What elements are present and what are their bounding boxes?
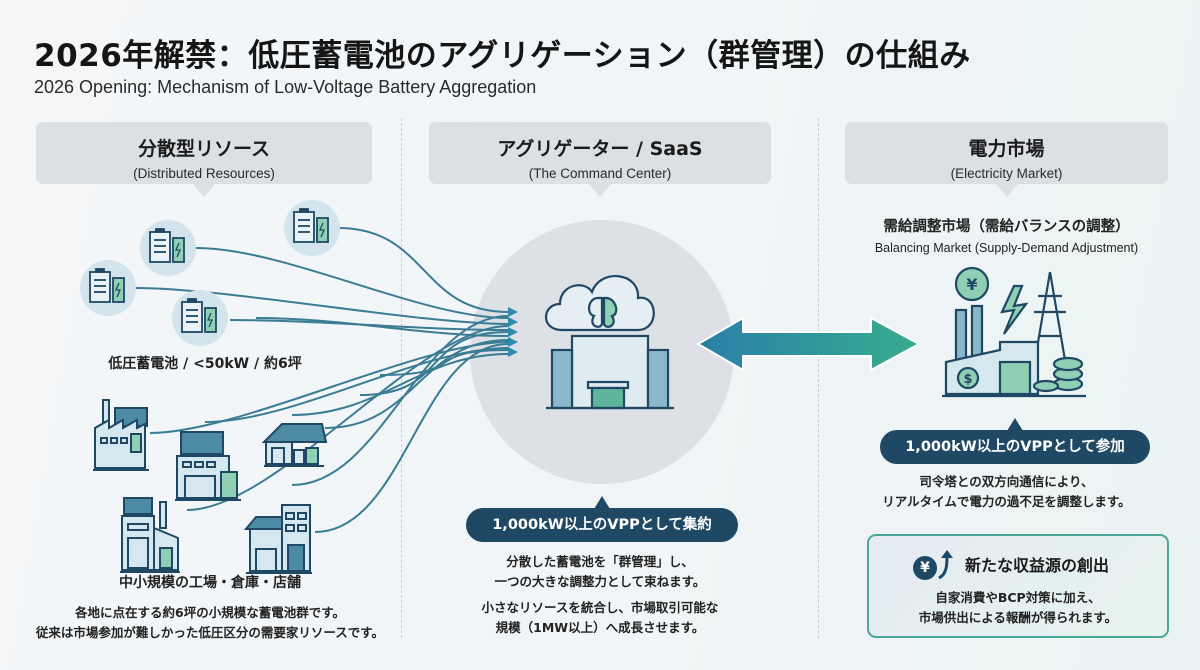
description-line: リアルタイムで電力の過不足を調整します。 — [882, 494, 1131, 509]
flow-line — [359, 331, 509, 396]
flow-arrowhead — [508, 347, 518, 357]
flow-arrowhead — [508, 317, 518, 327]
right-description: 司令塔との双方向通信により、 リアルタイムで電力の過不足を調整します。 — [845, 472, 1168, 512]
left-description: 各地に点在する約6坪の小規模な蓄電池群です。 従来は市場参加が難しかった低圧区分… — [10, 603, 410, 643]
callout-title: アグリゲーター / SaaS — [497, 138, 703, 160]
callout-title: 電力市場 — [968, 138, 1045, 160]
battery-icon — [284, 200, 340, 256]
store-building-icon — [243, 504, 312, 574]
growth-arrow-icon — [938, 550, 953, 580]
callout-aggregator: アグリゲーター / SaaS (The Command Center) — [429, 122, 771, 197]
battery-label: 低圧蓄電池 / <50kW / 約6坪 — [108, 356, 302, 372]
warehouse-solar-icon — [175, 431, 241, 501]
flow-arrowhead — [508, 307, 518, 317]
cloud-brain-building-icon — [545, 275, 674, 410]
bidirectional-arrow-icon — [696, 316, 922, 372]
column-divider-right — [818, 118, 819, 638]
flow-line — [379, 349, 509, 376]
flow-line — [314, 343, 509, 533]
revenue-title: 新たな収益源の創出 — [965, 556, 1110, 575]
center-description-2: 小さなリソースを統合し、市場取引可能な 規模（1MW以上）へ成長させます。 — [430, 598, 770, 638]
factory-solar-icon — [93, 399, 149, 471]
callout-subtitle: (Distributed Resources) — [133, 166, 275, 181]
description-line: 市場供出による報酬が得られます。 — [918, 610, 1118, 625]
revenue-text: 自家消費やBCP対策に加え、 市場供出による報酬が得られます。 — [869, 588, 1167, 628]
description-line: 自家消費やBCP対策に加え、 — [935, 590, 1101, 605]
facility-label: 中小規模の工場・倉庫・店舗 — [119, 575, 301, 591]
callout-subtitle: (Electricity Market) — [950, 166, 1063, 181]
callout-title: 分散型リソース — [137, 138, 271, 160]
flow-line — [135, 287, 509, 325]
flow-line — [337, 227, 509, 313]
description-line: 各地に点在する約6坪の小規模な蓄電池群です。 — [75, 605, 345, 620]
house-solar-icon — [261, 423, 328, 467]
yen-coin-icon: ¥ — [913, 556, 937, 580]
flow-arrowhead — [508, 337, 518, 347]
revenue-box: ¥ 新たな収益源の創出 自家消費やBCP対策に加え、 市場供出による報酬が得られ… — [867, 534, 1169, 638]
battery-icon — [140, 220, 196, 276]
balancing-market-subtitle: Balancing Market (Supply-Demand Adjustme… — [874, 241, 1139, 255]
callout-electricity-market: 電力市場 (Electricity Market) — [845, 122, 1168, 197]
page-title: 2026年解禁：低圧蓄電池のアグリゲーション（群管理）の仕組み — [34, 38, 971, 74]
vpp-participate-badge: 1,000kW以上のVPPとして参加 — [880, 418, 1150, 464]
flow-line — [324, 339, 509, 429]
page-subtitle: 2026 Opening: Mechanism of Low-Voltage B… — [34, 77, 537, 97]
callout-distributed-resources: 分散型リソース (Distributed Resources) — [36, 122, 372, 197]
description-line: 司令塔との双方向通信により、 — [919, 474, 1094, 489]
flow-arrowhead — [508, 327, 518, 337]
balancing-market-title: 需給調整市場（需給バランスの調整） — [883, 219, 1130, 235]
center-description-1: 分散した蓄電池を「群管理」し、 一つの大きな調整力として束ねます。 — [430, 552, 770, 592]
svg-text:¥: ¥ — [966, 275, 977, 294]
description-line: 従来は市場参加が難しかった低圧区分の需要家リソースです。 — [35, 625, 385, 640]
battery-icon — [172, 290, 228, 346]
svg-text:$: $ — [963, 372, 972, 387]
description-line: 一つの大きな調整力として束ねます。 — [494, 574, 706, 589]
power-market-icon: ¥ $ — [942, 266, 1086, 398]
flow-line — [195, 247, 509, 319]
flow-line — [291, 315, 509, 486]
vpp-aggregate-badge: 1,000kW以上のVPPとして集約 — [466, 496, 738, 542]
description-line: 小さなリソースを統合し、市場取引可能な — [481, 600, 719, 615]
description-line: 規模（1MW以上）へ成長させます。 — [495, 620, 705, 635]
description-line: 分散した蓄電池を「群管理」し、 — [506, 554, 694, 569]
callout-subtitle: (The Command Center) — [528, 166, 672, 181]
factory-battery-icon — [120, 497, 180, 573]
yen-growth-icon: ¥ — [913, 550, 955, 580]
battery-icon — [80, 260, 136, 316]
flow-line — [291, 353, 509, 416]
